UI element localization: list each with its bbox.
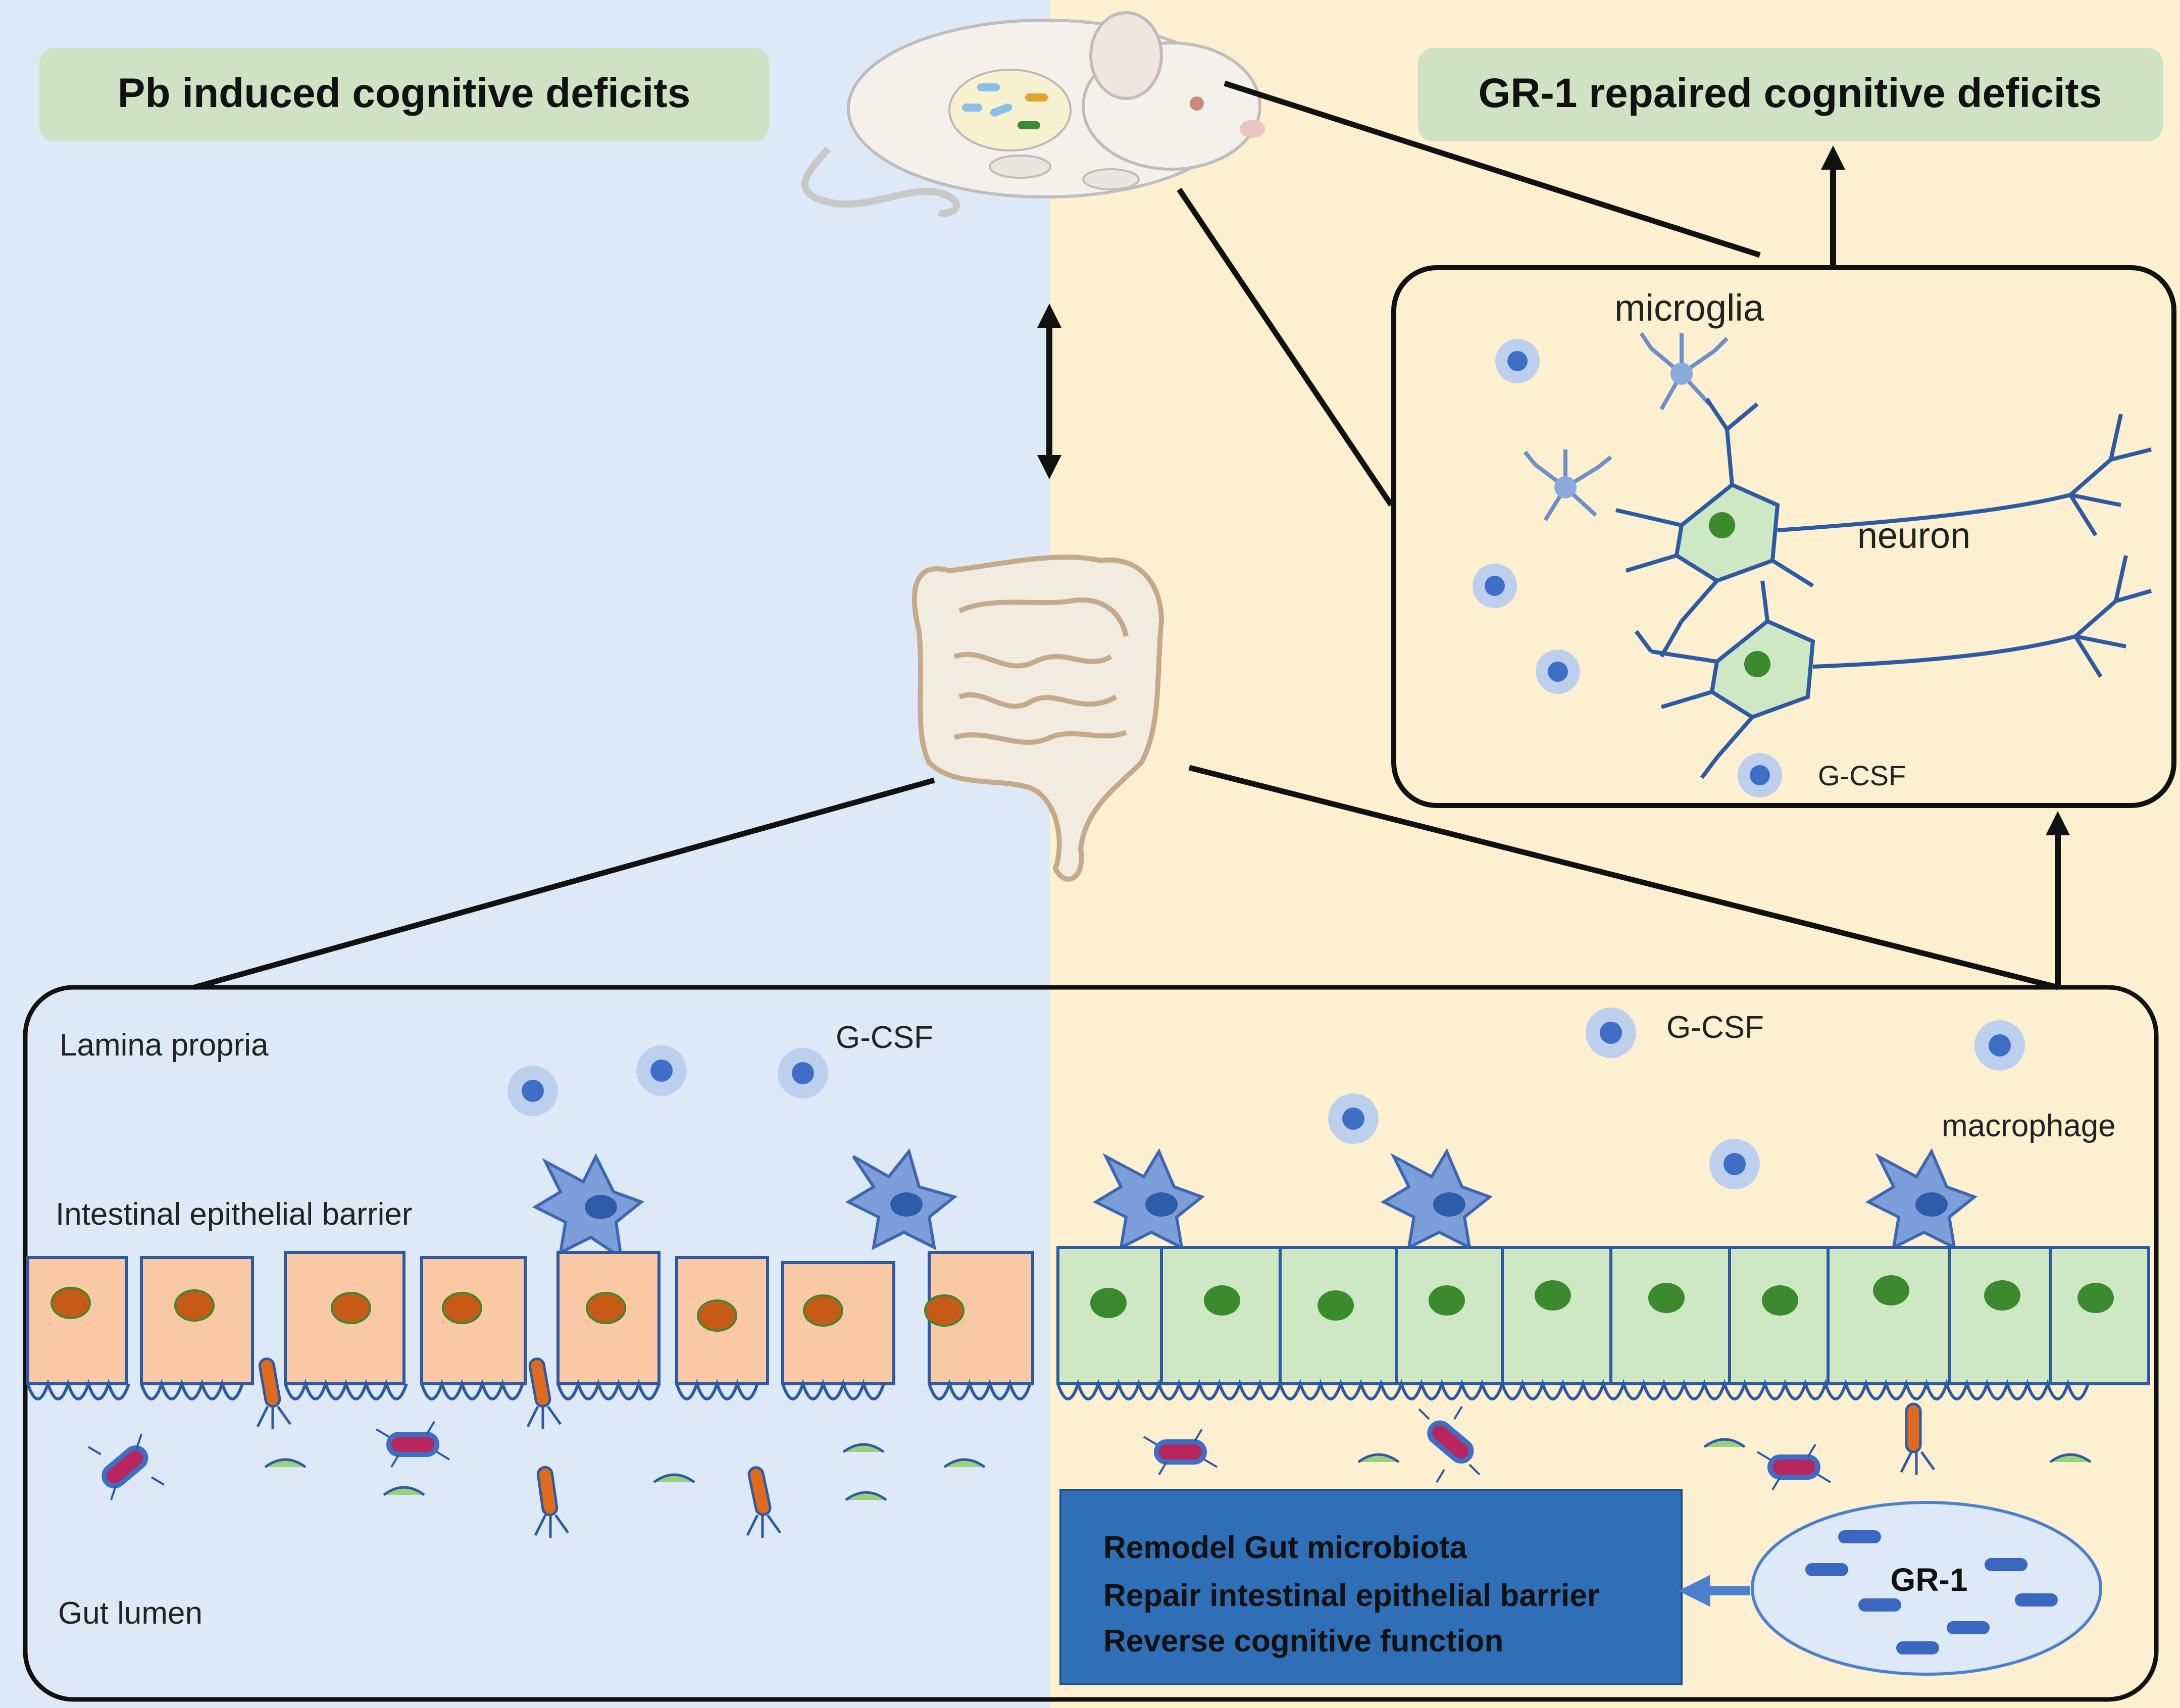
gut-section-box — [23, 985, 2159, 1702]
left-background — [0, 0, 1050, 1708]
intestine-illustration — [911, 555, 1164, 882]
brain-box: microglia neuron G-CSF — [1391, 265, 2176, 808]
lumen-bacteria — [87, 1358, 2092, 1538]
right-gcsf-label: G-CSF — [1666, 1010, 1764, 1045]
healthy-epithelial-cells — [1056, 1246, 2150, 1385]
microglia-label: microglia — [1614, 287, 1764, 329]
brain-gcsf-molecules — [1473, 339, 1782, 797]
right-title: GR-1 repaired cognitive deficits — [1479, 70, 2102, 116]
connector-mouse-brain-upper — [1224, 80, 1761, 258]
gut-lumen-label: Gut lumen — [58, 1596, 202, 1631]
effect-line-1: Remodel Gut microbiota — [1103, 1530, 1467, 1565]
connector-gut-right — [1188, 765, 2059, 990]
commensal-bacteria — [264, 1438, 2092, 1501]
macrophage-label: macrophage — [1942, 1109, 2116, 1143]
neuron-cells — [1615, 397, 2152, 779]
healthy-cell-nuclei — [1090, 1275, 2114, 1321]
lamina-propria-label: Lamina propria — [60, 1028, 269, 1063]
effect-line-2: Repair intestinal epithelial barrier — [1103, 1578, 1599, 1613]
effects-box: Remodel Gut microbiota Repair intestinal… — [1059, 1489, 1683, 1685]
rod-bacterium — [256, 1358, 292, 1429]
neuron-label: neuron — [1857, 516, 1970, 556]
damaged-microvilli — [26, 1379, 1032, 1400]
left-title-box: Pb induced cognitive deficits — [39, 48, 769, 141]
right-title-box: GR-1 repaired cognitive deficits — [1418, 48, 2163, 141]
healthy-microvilli — [1056, 1379, 2090, 1400]
left-gcsf-label: G-CSF — [836, 1020, 933, 1055]
left-title: Pb induced cognitive deficits — [118, 70, 691, 116]
gr1-label: GR-1 — [1891, 1562, 1968, 1598]
gr1-probiotic: GR-1 — [1751, 1501, 2102, 1676]
pathogenic-bacteria — [102, 1420, 1820, 1489]
microglia-cells — [1523, 332, 1729, 522]
damaged-cell-nuclei — [50, 1287, 965, 1332]
mouse-illustration — [801, 11, 1265, 217]
connector-mouse-brain-lower — [1177, 187, 1394, 507]
brain-gcsf-label: G-CSF — [1818, 760, 1906, 791]
connector-gut-left — [193, 777, 935, 990]
gut-gcsf-molecules — [508, 1008, 2025, 1189]
epithelial-barrier-label: Intestinal epithelial barrier — [56, 1197, 413, 1232]
effect-line-3: Reverse cognitive function — [1103, 1624, 1503, 1659]
right-background — [1050, 0, 2180, 1708]
